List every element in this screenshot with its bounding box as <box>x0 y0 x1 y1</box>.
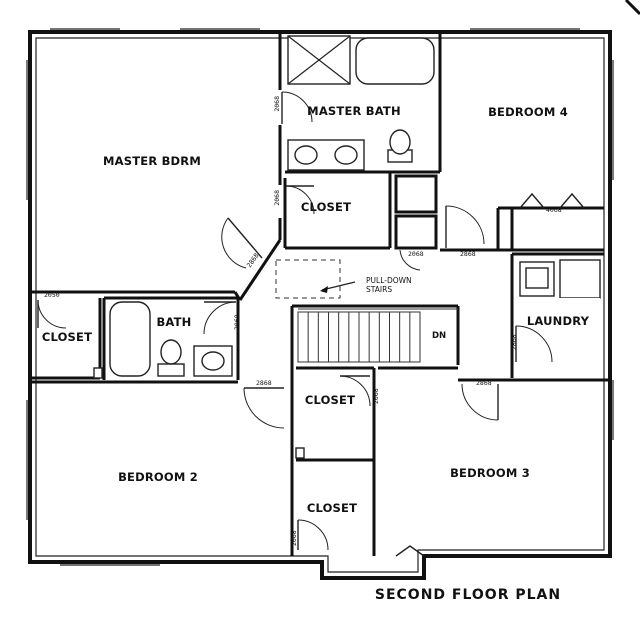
tag-left-closet: 2050 <box>44 291 60 299</box>
tag-laundry-door: 2868 <box>510 334 518 350</box>
plan-title: SECOND FLOOR PLAN <box>375 587 561 603</box>
tag-bedroom4-entry: 2868 <box>460 250 476 258</box>
tag-lower-closet: 2068 <box>290 530 298 546</box>
label-laundry: LAUNDRY <box>527 314 590 328</box>
notes: PULL-DOWN STAIRS DN <box>366 276 446 341</box>
doors <box>37 91 585 557</box>
tag-bedroom2-entry: 2868 <box>256 379 272 387</box>
label-closet-master: CLOSET <box>301 200 351 214</box>
master-bath-fixtures <box>287 35 435 171</box>
tag-bath-door: 2068 <box>233 314 241 330</box>
label-bath: BATH <box>156 315 191 329</box>
stair-direction: DN <box>432 331 446 341</box>
label-closet-left: CLOSET <box>42 330 92 344</box>
label-closet-hall-lower: CLOSET <box>307 501 357 515</box>
interior-walls <box>30 32 610 556</box>
tag-master-closet: 2068 <box>273 190 281 206</box>
windows <box>26 28 614 566</box>
label-master-bdrm: MASTER BDRM <box>103 154 201 168</box>
label-closet-hall-upper: CLOSET <box>305 393 355 407</box>
tag-master-bath-door: 2068 <box>273 96 281 112</box>
room-labels: MASTER BDRM MASTER BATH BEDROOM 4 CLOSET… <box>42 104 590 515</box>
bath-fixtures <box>109 301 233 377</box>
label-bedroom-3: BEDROOM 3 <box>450 466 530 480</box>
corner-mark <box>624 0 640 16</box>
pull-down-note-line2: STAIRS <box>366 285 392 294</box>
tag-hall-closet: 2068 <box>372 388 380 404</box>
tag-bedroom4-closet: 4068 <box>546 206 562 214</box>
label-bedroom-4: BEDROOM 4 <box>488 105 568 119</box>
tag-hall-2068: 2068 <box>408 250 424 258</box>
stairs <box>297 308 458 363</box>
pull-down-stairs <box>275 259 356 299</box>
label-master-bath: MASTER BATH <box>307 104 401 118</box>
posts <box>93 367 305 459</box>
pull-down-note-line1: PULL-DOWN <box>366 276 412 285</box>
laundry-fixtures <box>519 259 601 302</box>
label-bedroom-2: BEDROOM 2 <box>118 470 198 484</box>
tag-bedroom3-entry: 2868 <box>476 379 492 387</box>
